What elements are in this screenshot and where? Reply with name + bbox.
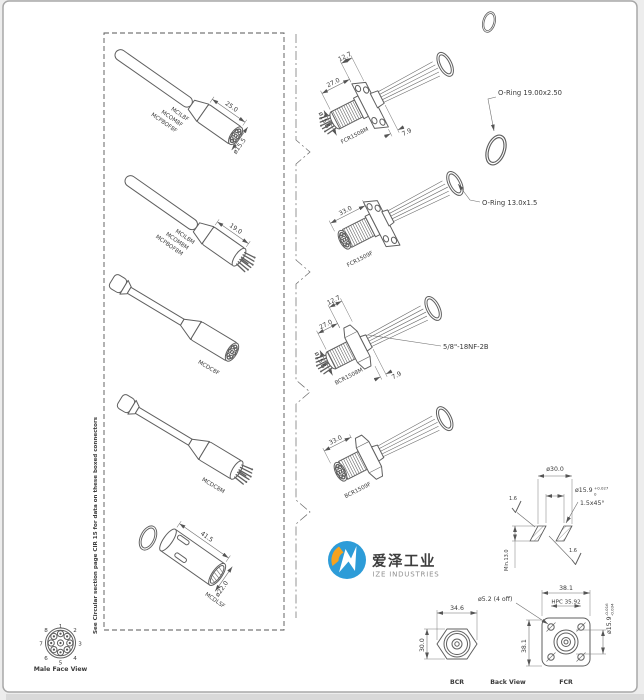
page-bottom-band [6, 694, 644, 700]
dim-height: 30.0 [419, 638, 426, 652]
fcr-label: FCR [559, 679, 573, 686]
pin-number-1: 1 [59, 624, 63, 630]
finish-value: 1.6 [569, 548, 577, 554]
logo-en-text: IZE INDUSTRIES [373, 571, 440, 579]
hole-tol-upper: +0.027 [594, 486, 609, 491]
boss-tol-upper: -0.016 [604, 603, 609, 616]
thread-callout: 5/8"-18NF-2B [443, 343, 489, 351]
pin-number-4: 4 [73, 656, 77, 662]
logo-cn-text: 爱泽工业 [372, 553, 436, 570]
dim-rear: 7.9 [401, 127, 413, 138]
logo-orange-arc [331, 546, 344, 566]
fcr-back-view: 38.1 HPC 35.92 ø5.2 (4 off) 38.1 ø15.9 -… [478, 585, 615, 686]
left-note: See Circular section page CIR 15 for dat… [93, 416, 99, 634]
pin-number-3: 3 [78, 642, 82, 648]
dim-outer-dia: ø30.0 [546, 466, 564, 473]
logo-white-mark [339, 546, 357, 573]
dim-height: 38.1 [521, 639, 528, 653]
paper-border [2, 0, 638, 693]
oring-13-label: O-Ring 13.0x1.5 [482, 199, 537, 207]
dim-boss-dia: ø15.9 [606, 616, 613, 634]
bcr-back-view: 34.6 30.0 BCR [419, 605, 478, 686]
dim-across-flats: 34.6 [450, 605, 464, 612]
chamfer-callout: 1.5x45° [580, 499, 604, 507]
ize-logo: 爱泽工业 IZE INDUSTRIES [328, 541, 440, 579]
surface-finish-icon [571, 552, 582, 565]
pin-number-6: 6 [44, 656, 48, 662]
boxed-connectors-outline [103, 32, 285, 631]
pin-number-8: 8 [44, 628, 48, 634]
dim-rear: 7.9 [391, 370, 403, 381]
hole-tol-lower: 0 [594, 492, 597, 497]
boss-tol-lower: -0.034 [610, 603, 615, 616]
male-face-view: 1 2 3 4 5 6 7 8 Male Face View [34, 624, 88, 673]
face-view-label: Male Face View [34, 666, 88, 673]
pin-number-2: 2 [73, 628, 77, 634]
dim-pitch: HPC 35.92 [551, 600, 580, 606]
pin-number-5: 5 [59, 661, 63, 667]
holes-callout: ø5.2 (4 off) [478, 596, 512, 603]
bcr-label: BCR [450, 679, 464, 686]
connector-mcil8m-drawing: 19.0 MCIL8M MCOM8M MCPBOF8M [124, 175, 259, 275]
finish-value: 1.6 [509, 496, 517, 502]
back-view-title: Back View [490, 679, 526, 686]
section-block-right [555, 525, 573, 542]
section-block-left [529, 525, 547, 542]
oring-19-label: O-Ring 19.00x2.50 [498, 89, 562, 97]
surface-finish-icon [511, 500, 522, 513]
dim-min-thickness: Min.13.0 [504, 549, 510, 571]
connector-mcdc8f-drawing: MCDC8F [108, 274, 242, 377]
section-break-line [295, 34, 311, 618]
dim-hole-dia: ø15.9 [575, 487, 593, 494]
panel-cutout-section: ø30.0 ø15.9 +0.027 0 1.5x45° Min.13.0 1.… [504, 466, 609, 571]
dim-width: 38.1 [559, 585, 573, 592]
boss-dim-group: ø15.9 -0.016 -0.034 [604, 603, 615, 634]
connector-bcr1508m-drawing: 27.0 12.7 ø15.5 7.9 BCR1508M [311, 293, 446, 387]
face-pins [47, 630, 74, 656]
pin-number-7: 7 [39, 642, 43, 648]
